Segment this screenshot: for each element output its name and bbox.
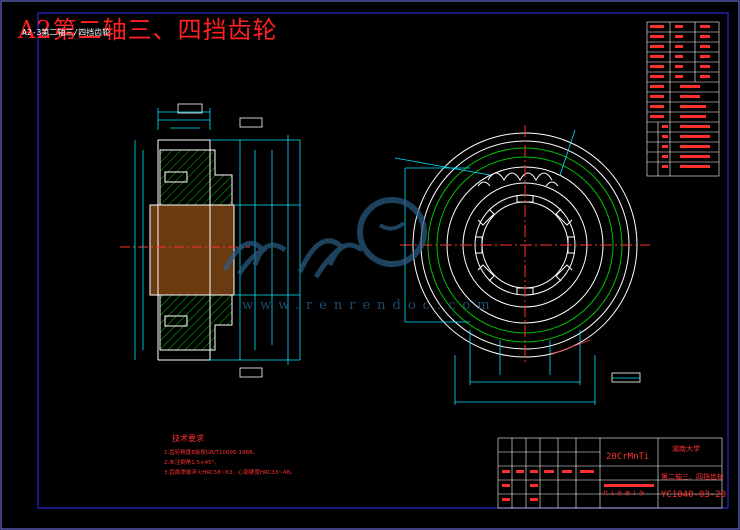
bore-region (149, 204, 235, 296)
gear-parameter-table (646, 21, 720, 177)
upper-hatch-region (159, 149, 233, 206)
title-block-part-name: 第二轴三、四挡齿轮 (661, 473, 724, 481)
title-block (497, 437, 723, 509)
tolerance-frame-top (177, 103, 203, 114)
tolerance-frame-front (611, 372, 641, 383)
technical-requirement-2: 2.未注倒角1.5×45°。 (164, 460, 220, 466)
tolerance-frame-lower (239, 367, 263, 378)
technical-requirement-1: 1.齿轮精度8级按GB/T10095-1988。 (164, 450, 258, 456)
lower-hatch-region (159, 294, 233, 351)
lower-slot (164, 315, 188, 327)
bore-edges (149, 205, 235, 295)
technical-requirement-3: 3.齿面渗碳淬火HRC58~63，心部硬度HRC33~48。 (164, 470, 296, 476)
title-block-marks (502, 470, 654, 501)
tolerance-frame-upper (239, 117, 263, 128)
inner-border (37, 12, 729, 509)
title-block-sheet-count: 共 1 张 第 1 张 (603, 491, 645, 497)
gear-teeth-top (477, 172, 559, 187)
parameter-table-marks (650, 25, 710, 168)
front-view (394, 125, 650, 405)
technical-requirements-title: 技术要求 (172, 434, 204, 443)
gear-outline (157, 139, 211, 361)
drawing-title: A2第二轴三、四挡齿轮 (18, 16, 278, 44)
leader-line (549, 339, 591, 356)
front-dimensions (394, 129, 640, 405)
title-block-school: 湖南大学 (672, 445, 700, 453)
title-block-drawing-number: YC1040-03-20 (661, 490, 727, 500)
watermark-url: www.renrendoc.com (242, 298, 497, 313)
watermark-logo (222, 197, 427, 279)
upper-slot (164, 171, 188, 183)
title-block-material: 20CrMnTi (606, 452, 650, 462)
drawing-subtitle: A2-3第二轴三/四挡齿轮 (22, 28, 111, 37)
section-view (120, 103, 301, 378)
